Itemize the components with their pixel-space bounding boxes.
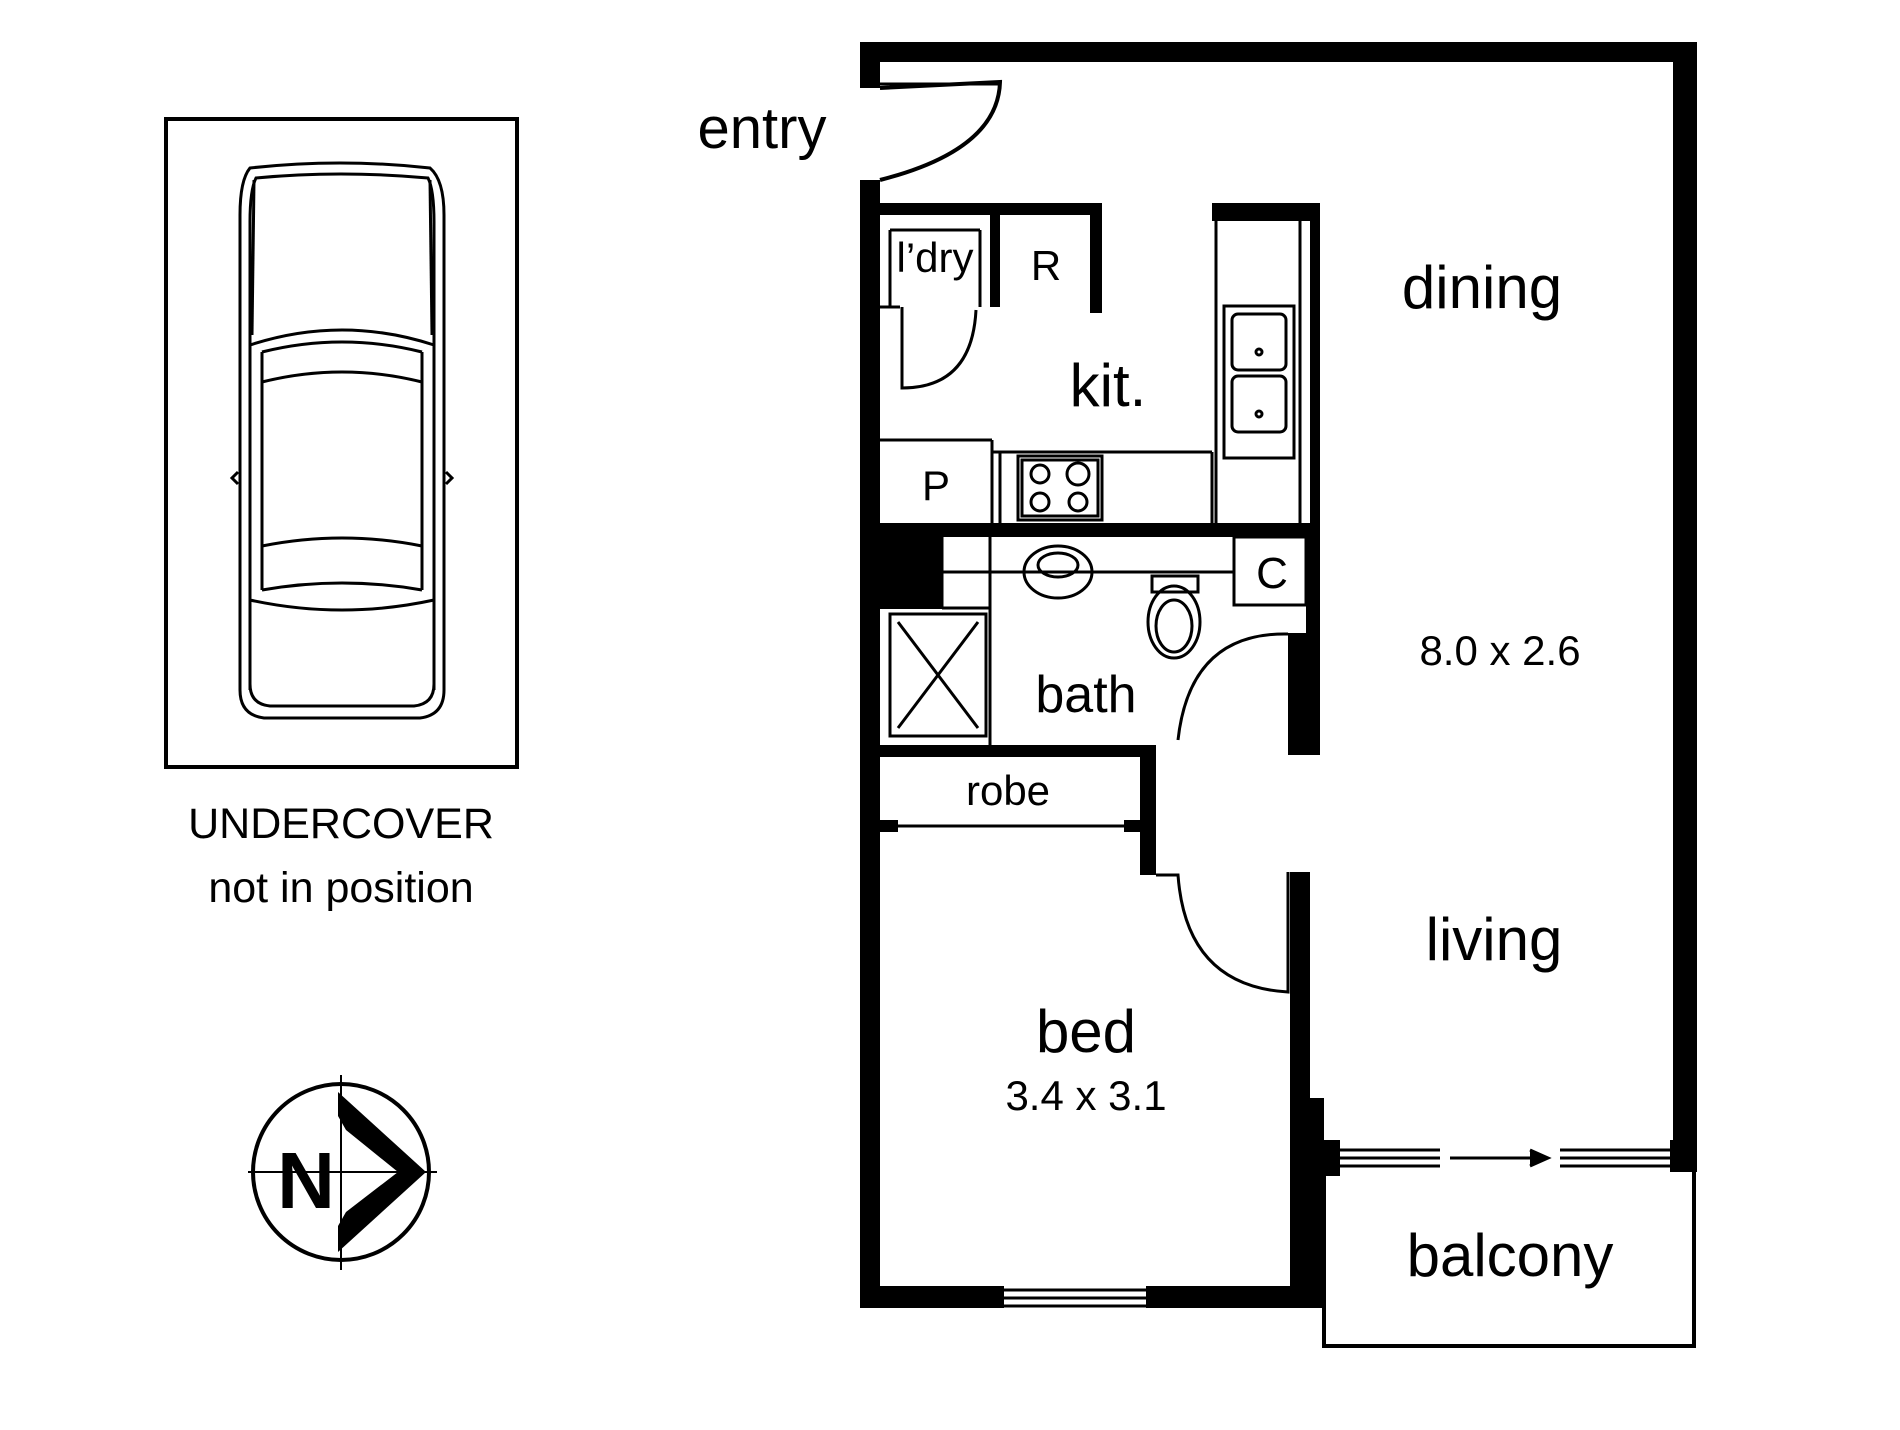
parking-label: UNDERCOVER	[188, 800, 494, 848]
car-space-outline	[164, 117, 519, 769]
label-robe: robe	[966, 767, 1050, 814]
car-space: UNDERCOVER not in position	[164, 117, 519, 912]
car-icon	[229, 161, 455, 720]
label-bed-size: 3.4 x 3.1	[1005, 1072, 1166, 1119]
label-entry: entry	[698, 96, 827, 161]
label-bath: bath	[1035, 666, 1136, 724]
walls	[860, 42, 1697, 1308]
parking-note: not in position	[208, 864, 473, 912]
fixtures	[879, 79, 1696, 1348]
room-labels: entry l’dry R kit. dining P C bath robe …	[698, 96, 1614, 1289]
compass-letter: N	[277, 1136, 335, 1225]
label-kitchen: kit.	[1070, 352, 1147, 419]
label-balcony: balcony	[1407, 1222, 1614, 1289]
label-laundry: l’dry	[896, 234, 973, 281]
label-refrigerator: R	[1031, 242, 1061, 289]
label-living-dining-size: 8.0 x 2.6	[1419, 627, 1580, 674]
label-dining: dining	[1402, 254, 1562, 321]
label-living: living	[1426, 906, 1563, 973]
label-pantry: P	[922, 462, 950, 509]
label-bed: bed	[1036, 998, 1136, 1065]
label-cupboard: C	[1256, 549, 1288, 598]
north-compass-icon: N	[248, 1075, 437, 1270]
